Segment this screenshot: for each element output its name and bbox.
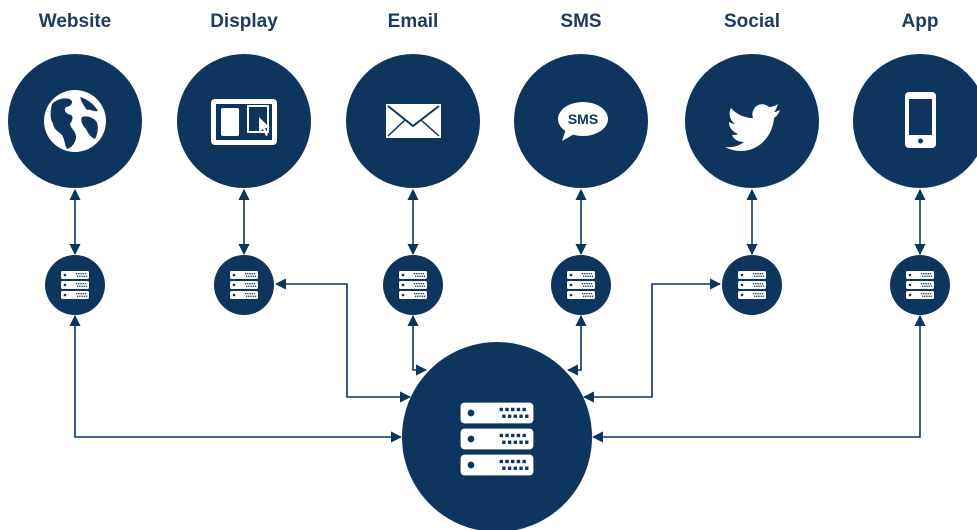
envelope-icon [386,104,441,138]
channel-label-email: Email [387,11,439,32]
connectors [69,188,926,443]
tablet-cursor-icon [211,99,277,145]
server-node-website [45,255,105,315]
server-icon [230,271,258,299]
channel-label-display: Display [210,11,278,32]
channel-circles [8,54,977,188]
server-node-sms [551,255,611,315]
server-icon [906,271,934,299]
server-node-social [722,255,782,315]
central-hub [402,342,592,530]
link-app-hub [591,314,926,443]
sms-bubble-icon: SMS [558,102,608,141]
server-nodes [45,255,950,315]
server-node-email [383,255,443,315]
server-icon [399,271,427,299]
server-node-display [214,255,274,315]
link-email-hub [407,314,428,376]
channel-label-social: Social [724,11,780,32]
smartphone-icon [905,92,936,148]
server-icon [61,271,89,299]
channel-label-website: Website [38,11,112,32]
link-sms-hub [566,314,587,376]
server-unit [460,454,534,476]
server-unit [460,428,534,450]
globe-icon [44,90,106,152]
server-rack-icon [460,402,534,476]
twitter-bird-icon [725,104,780,151]
server-unit [460,402,534,424]
channel-label-sms: SMS [560,11,602,32]
server-icon [738,271,766,299]
channel-label-app: App [901,11,939,32]
sms-bubble-text: SMS [568,111,598,127]
link-website-hub [69,314,403,443]
link-display-hub [274,278,412,403]
server-icon [567,271,595,299]
server-node-app [890,255,950,315]
